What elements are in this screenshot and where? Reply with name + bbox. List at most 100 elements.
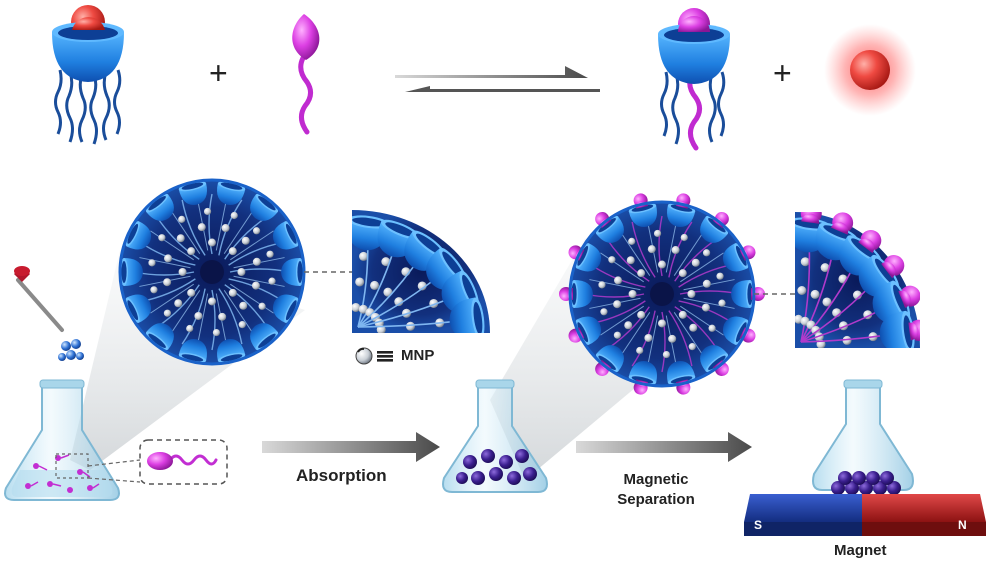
strand	[156, 216, 200, 260]
pollutant-molecule-callout	[139, 439, 228, 485]
strand	[230, 230, 274, 261]
magnetic-separation-label-line1: Magnetic	[623, 471, 689, 488]
strand	[208, 193, 213, 255]
strand	[170, 290, 201, 334]
mnp-sphere	[653, 229, 662, 238]
absorption-label: Absorption	[296, 466, 387, 485]
mnp-sphere	[613, 300, 622, 309]
mnp-sphere	[187, 247, 196, 256]
mnp-particles	[148, 207, 276, 337]
mnp-sphere	[238, 321, 246, 329]
mnp-sphere	[628, 237, 636, 245]
mnp-sphere	[197, 223, 206, 232]
mnp-sphere	[212, 328, 221, 337]
cup	[449, 297, 485, 333]
mnp-sphere	[644, 333, 653, 342]
strand	[224, 284, 268, 328]
mnp-sphere	[624, 321, 633, 330]
strand	[218, 288, 243, 345]
mnp-sphere	[221, 224, 230, 233]
mnp-sphere	[228, 247, 237, 256]
plus-sign-1: +	[209, 55, 228, 91]
strand	[647, 315, 659, 367]
mnp-sphere	[708, 324, 716, 332]
mnp-sphere	[203, 207, 212, 216]
quarter-section-before	[352, 210, 490, 333]
mnp-sphere	[359, 251, 369, 261]
mnp-sphere	[671, 246, 680, 255]
cup	[858, 254, 905, 297]
strand	[223, 210, 254, 254]
strand	[606, 238, 650, 282]
cup	[125, 294, 152, 323]
strand	[620, 232, 651, 276]
mnp-sphere	[251, 281, 260, 290]
mnp-legend-label: MNP	[401, 347, 435, 364]
mnp-particles	[598, 229, 726, 359]
mnp-sphere	[370, 280, 380, 290]
mnp-sphere	[822, 297, 832, 307]
mnp-sphere	[176, 234, 185, 243]
mnp-sphere	[628, 290, 637, 298]
mnp-sphere	[228, 288, 237, 297]
mnp-sphere	[701, 303, 710, 312]
mnp-sphere	[647, 245, 656, 254]
strand	[620, 312, 651, 356]
core	[650, 282, 674, 306]
mnp-sphere	[718, 299, 726, 307]
cup	[250, 193, 279, 221]
mnp-sphere	[208, 297, 216, 306]
magnet-north-pole-label: N	[958, 518, 967, 532]
mnp-sphere	[208, 238, 216, 247]
double-half-arrow-icon	[395, 66, 600, 92]
cup	[879, 310, 920, 348]
mnp-sphere	[148, 259, 156, 267]
mnp-sphere	[716, 272, 724, 280]
strand	[674, 306, 718, 350]
strand	[658, 215, 663, 277]
mnp-sphere	[163, 278, 172, 287]
zoomed-nanocomposite-after	[559, 193, 765, 395]
mnp-sphere	[355, 277, 365, 287]
mnp-sphere	[266, 250, 274, 258]
magnetic-separation-arrow	[576, 432, 752, 462]
mnp-sphere	[394, 297, 404, 307]
mnp-sphere	[842, 335, 852, 345]
bar-magnet-icon	[744, 494, 986, 536]
mnp-sphere	[258, 302, 266, 310]
mnp-sphere	[230, 211, 238, 220]
plus-sign-2: +	[773, 55, 792, 91]
mnp-sphere	[252, 257, 261, 266]
mnp-sphere	[702, 249, 711, 257]
mnp-sphere	[600, 308, 608, 316]
core	[200, 260, 224, 284]
mnp-sphere	[178, 215, 186, 223]
mnp-sphere	[405, 321, 415, 331]
mnp-sphere	[186, 324, 194, 333]
cup	[272, 294, 299, 323]
suspended-nanocomposite-particles	[456, 449, 537, 485]
mnp-sphere	[702, 279, 711, 288]
mnp-sphere	[820, 263, 830, 273]
cup	[700, 211, 729, 243]
mnp-sphere	[164, 254, 173, 263]
mnp-sphere	[239, 301, 248, 310]
strand	[665, 221, 677, 273]
strand	[211, 289, 216, 351]
cup	[272, 221, 299, 250]
mnp-sphere	[668, 334, 677, 343]
mnp-sphere	[658, 260, 666, 269]
callout-lines-molecule	[87, 459, 141, 483]
mnp-sphere	[241, 236, 250, 245]
strand	[680, 252, 724, 283]
magnet-south-pole-label: S	[754, 518, 763, 532]
magnet-label: Magnet	[834, 542, 887, 559]
mnp-sphere	[687, 290, 696, 298]
absorption-arrow	[262, 432, 440, 462]
mnp-sphere	[678, 269, 687, 278]
strand	[233, 275, 285, 287]
strand	[600, 252, 644, 283]
mnp-sphere	[174, 299, 183, 308]
cup	[217, 339, 246, 363]
